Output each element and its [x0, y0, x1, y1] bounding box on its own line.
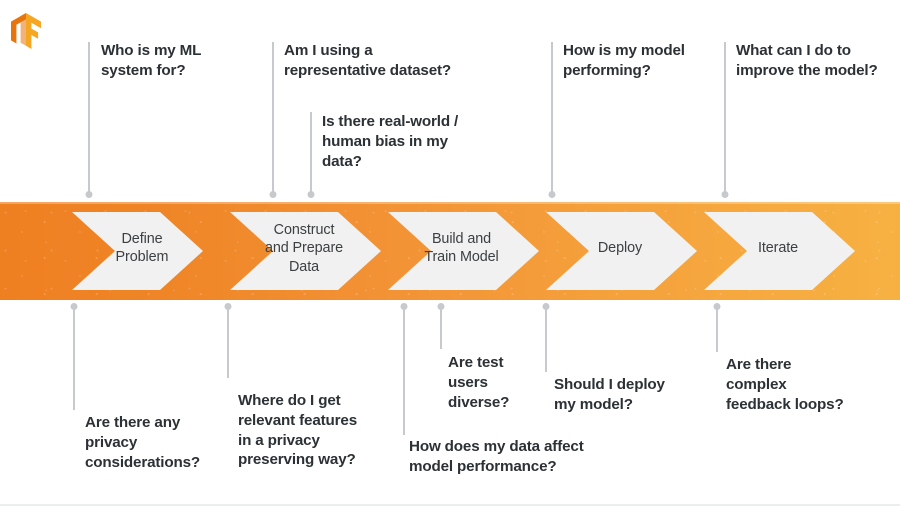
connector-dot	[548, 191, 556, 198]
connector-should-i-deploy-my-model	[542, 303, 550, 372]
step-label-construct-prepare: Construct and Prepare Data	[264, 222, 344, 275]
question-should-i-deploy-my-model: Should I deploy my model?	[554, 376, 665, 413]
connector-complex-feedback-loops	[713, 303, 721, 352]
connector-are-test-users-diverse	[437, 303, 445, 349]
connector-dot	[70, 303, 78, 310]
step-shape-deploy	[546, 212, 697, 290]
connector-dot	[85, 191, 93, 198]
connector-representative-dataset	[269, 42, 277, 198]
question-data-affect-model-performance: How does my data affect model performanc…	[409, 438, 584, 475]
step-shape-iterate	[704, 212, 855, 290]
step-shape-define-problem	[72, 212, 203, 290]
workflow-steps	[72, 212, 855, 290]
connector-dot	[400, 303, 408, 310]
tensorflow-logo-icon	[11, 13, 41, 49]
connector-dot	[542, 303, 550, 310]
connector-dot	[269, 191, 277, 198]
connector-how-is-my-model-performing	[548, 42, 556, 198]
question-relevant-features-privacy: Where do I get relevant features in a pr…	[238, 392, 358, 469]
step-label-define-problem: Define Problem	[115, 231, 169, 266]
page-bottom-divider	[0, 504, 900, 506]
connector-dot	[721, 191, 729, 198]
step-label-iterate: Iterate	[757, 240, 799, 256]
step-label-deploy: Deploy	[597, 240, 643, 256]
connector-data-affect-model-performance	[400, 303, 408, 435]
question-privacy-considerations: Are there any privacy considerations?	[85, 414, 201, 471]
question-representative-dataset: Am I using a representative dataset?	[284, 42, 452, 79]
connector-real-world-human-bias	[307, 112, 315, 198]
connector-dot	[713, 303, 721, 310]
connector-relevant-features-privacy	[224, 303, 232, 378]
question-improve-the-model: What can I do to improve the model?	[736, 42, 878, 79]
question-who-is-my-ml-system-for: Who is my ML system for?	[101, 42, 202, 79]
connector-privacy-considerations	[70, 303, 78, 410]
question-are-test-users-diverse: Are test users diverse?	[448, 354, 510, 411]
connector-who-is-my-ml-system-for	[85, 42, 93, 198]
connector-dot	[307, 191, 315, 198]
connector-improve-the-model	[721, 42, 729, 198]
step-shape-build-train	[388, 212, 539, 290]
question-complex-feedback-loops: Are there complex feedback loops?	[726, 356, 844, 413]
step-label-build-train: Build and Train Model	[424, 231, 499, 266]
question-how-is-my-model-performing: How is my model performing?	[563, 42, 685, 79]
bar-top-highlight	[0, 202, 900, 204]
connector-dot	[224, 303, 232, 310]
question-real-world-human-bias: Is there real-world / human bias in my d…	[322, 113, 459, 170]
connector-dot	[437, 303, 445, 310]
step-shape-construct-prepare	[230, 212, 381, 290]
